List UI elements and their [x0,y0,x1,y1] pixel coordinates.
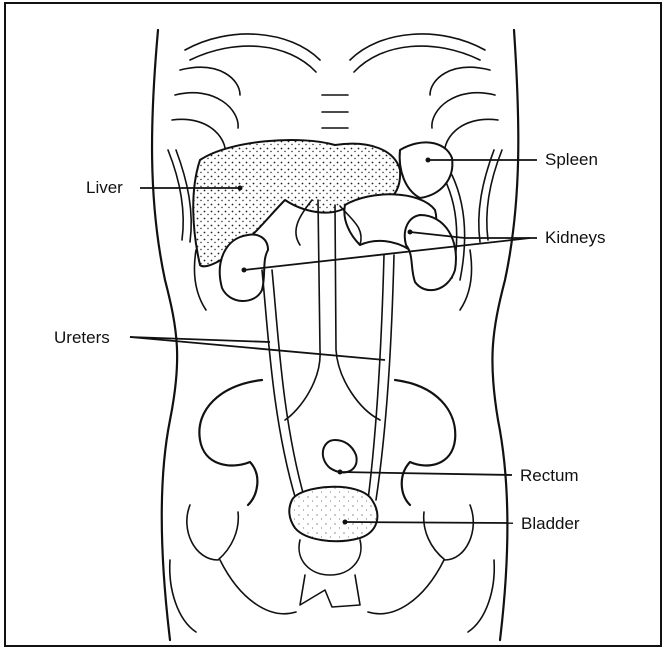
label-rectum: Rectum [520,466,579,485]
label-bladder: Bladder [521,514,580,533]
figure-border [5,3,661,646]
label-spleen: Spleen [545,150,598,169]
rectum [323,440,357,472]
kidney-right [405,215,456,290]
label-ureters: Ureters [54,328,110,347]
spleen [400,142,453,198]
label-liver: Liver [86,178,123,197]
bladder [289,487,377,541]
label-kidneys: Kidneys [545,228,605,247]
